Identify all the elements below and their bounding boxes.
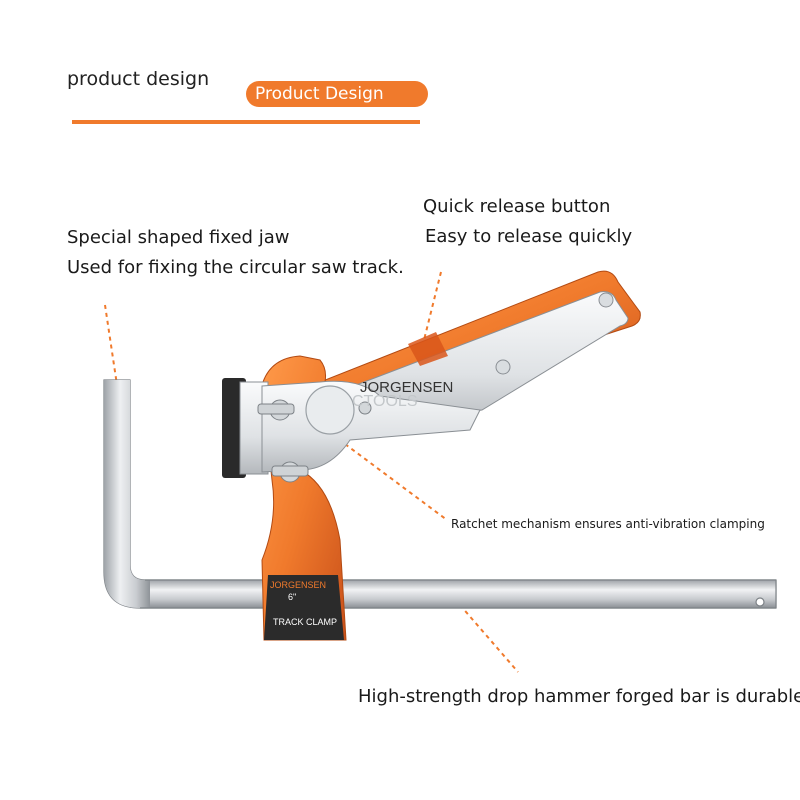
leader-lines <box>104 271 519 673</box>
pivot-disc <box>305 385 355 435</box>
handle-model: TRACK CLAMP <box>273 617 337 627</box>
bar-callout: High-strength drop hammer forged bar is … <box>358 686 800 707</box>
quick-release-callout: Quick release button Easy to release qui… <box>423 192 632 252</box>
fixed-jaw-callout: Special shaped fixed jaw Used for fixing… <box>67 223 404 283</box>
leader-fixed-jaw <box>104 304 118 386</box>
leader-quick-release <box>423 271 442 341</box>
leader-ratchet <box>344 443 448 521</box>
handle-size: 6" <box>288 592 296 602</box>
watermark-text: CTOOLS <box>352 393 418 410</box>
section-title: product design <box>67 68 210 90</box>
header-divider <box>72 120 420 124</box>
handle-label-plate <box>264 575 344 640</box>
lever-brand: JORGENSEN <box>360 379 453 396</box>
leader-bar <box>459 604 519 673</box>
fixed-jaw-desc: Used for fixing the circular saw track. <box>67 257 404 278</box>
quick-release-lever <box>298 270 641 431</box>
fixed-jaw-title: Special shaped fixed jaw <box>67 227 290 248</box>
clamp-bar <box>103 379 777 609</box>
quick-release-desc: Easy to release quickly <box>425 226 633 247</box>
quick-release-title: Quick release button <box>423 196 611 217</box>
bar-end-hole <box>755 597 765 607</box>
bolts <box>257 399 372 483</box>
handle-brand: JORGENSEN <box>270 580 326 590</box>
section-badge: Product Design <box>246 81 428 107</box>
ratchet-callout: Ratchet mechanism ensures anti-vibration… <box>451 517 765 531</box>
